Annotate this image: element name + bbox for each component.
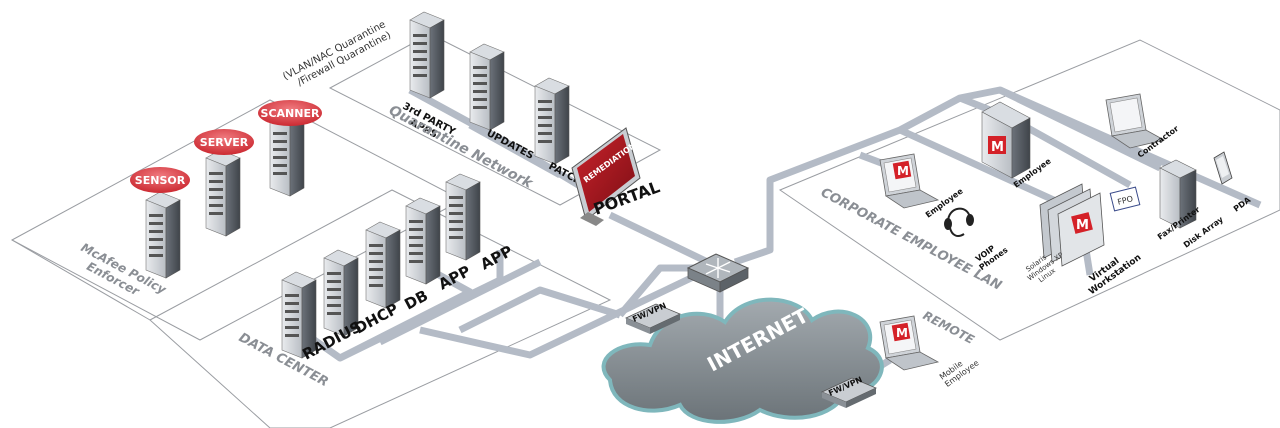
scanner-badge: SCANNER (258, 100, 322, 126)
patches-server-icon (534, 77, 570, 165)
virtual-brand-mark: M (1076, 218, 1089, 233)
fax-printer-icon (1159, 159, 1197, 229)
mobile-brand-mark: M (896, 326, 908, 340)
sensor-server-icon (145, 191, 181, 279)
data-center-group: RADIUS DHCP DB APP APP DATA CENTER (236, 173, 516, 390)
remote-title: REMOTE (921, 308, 978, 347)
server-server-icon (205, 149, 241, 237)
server-badge: SERVER (194, 129, 254, 155)
sensor-label: SENSOR (135, 174, 186, 187)
third-party-apps-server-icon (409, 11, 445, 99)
server-label: SERVER (200, 136, 249, 149)
portal-monitor: REMEDIATION (571, 127, 641, 226)
employee-laptop-brand-icon (892, 160, 912, 180)
fpo-label: FPO (1117, 194, 1134, 207)
employee-laptop-icon (879, 153, 939, 209)
employee-laptop-label: Employee (924, 186, 965, 219)
voip-headset-icon (944, 207, 974, 237)
employee-laptop-brand-mark: M (897, 164, 909, 178)
employee-desktop-icon (981, 101, 1031, 179)
db-server-icon (365, 221, 401, 309)
fpo-box: FPO (1109, 186, 1141, 212)
app2-server-icon (445, 173, 481, 261)
scanner-label: SCANNER (261, 107, 320, 120)
remote-group: M Mobile Employee REMOTE (879, 308, 981, 389)
employee-desktop-brand-mark: M (991, 140, 1004, 155)
db-label: DB (401, 286, 431, 313)
app1-server-icon (405, 197, 441, 285)
mobile-brand-icon: M (891, 322, 911, 342)
data-center-zone (149, 189, 612, 428)
quarantine-zone (328, 33, 662, 206)
pda-icon (1213, 151, 1233, 185)
corporate-lan-group: CORPORATE EMPLOYEE LAN M Employee M Empl… (818, 93, 1253, 297)
corporate-lan-zone (778, 39, 1280, 341)
sensor-badge: SENSOR (130, 167, 190, 193)
app2-label: APP (477, 242, 515, 274)
updates-server-icon (469, 43, 505, 131)
virtual-workstation-icon (1039, 183, 1105, 267)
switch-icon (686, 253, 750, 293)
